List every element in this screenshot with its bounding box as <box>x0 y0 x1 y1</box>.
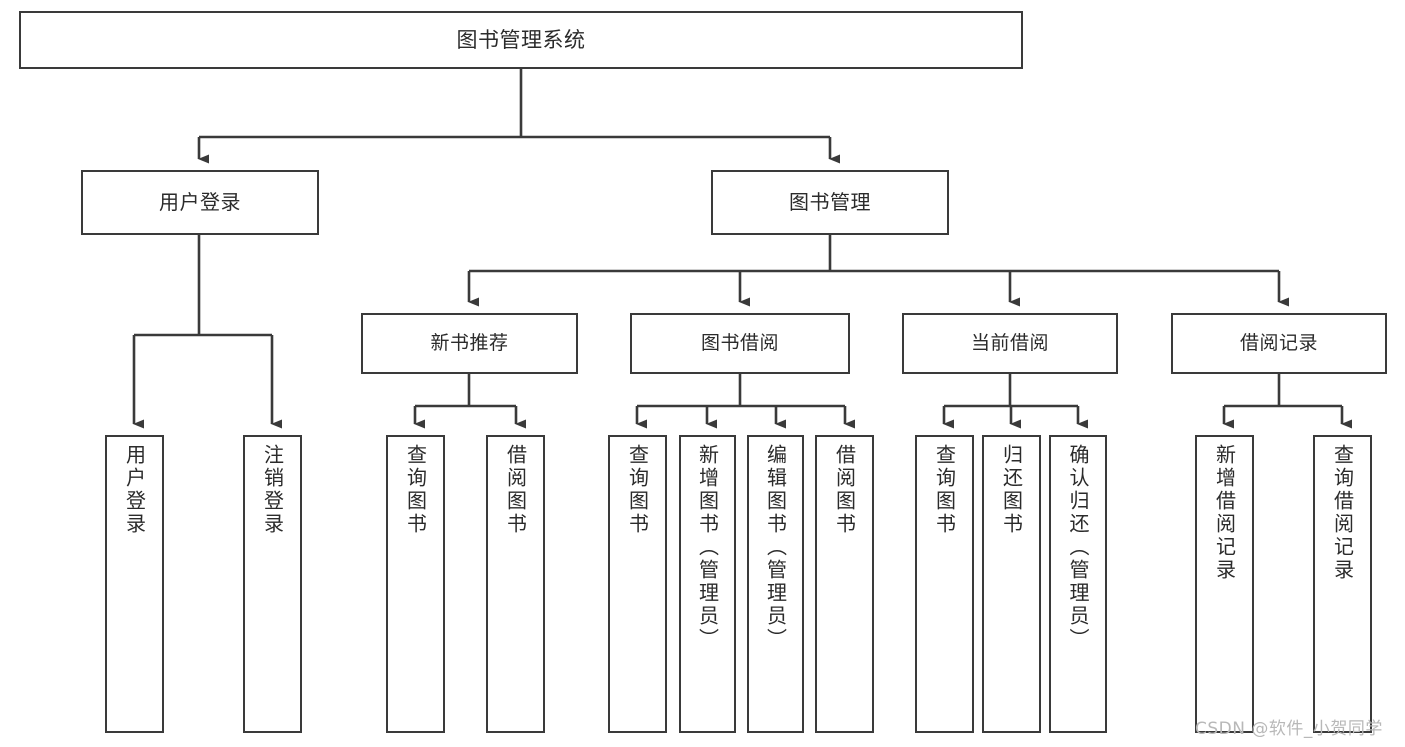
leaf-node-label: 确认归还（管理员） <box>1066 444 1090 651</box>
leaf-node[interactable]: 确认归还（管理员） <box>1049 435 1107 733</box>
leaf-node-label: 新增借阅记录 <box>1212 444 1237 582</box>
leaf-node[interactable]: 用户登录 <box>105 435 164 733</box>
node-current-borrow[interactable]: 当前借阅 <box>902 313 1118 374</box>
leaf-node-label: 注销登录 <box>260 444 285 536</box>
leaf-node[interactable]: 新增借阅记录 <box>1195 435 1254 733</box>
leaf-node-label: 查询图书 <box>625 444 650 536</box>
node-new-book-recommend-label: 新书推荐 <box>430 332 509 355</box>
leaf-node-label: 用户登录 <box>122 444 147 536</box>
leaf-node[interactable]: 查询借阅记录 <box>1313 435 1372 733</box>
node-root-label: 图书管理系统 <box>456 27 586 52</box>
leaf-node-label: 借阅图书 <box>503 444 528 536</box>
user-login-to-leaves-connectors <box>132 235 282 429</box>
node-book-borrow[interactable]: 图书借阅 <box>630 313 850 374</box>
node-current-borrow-label: 当前借阅 <box>970 332 1049 355</box>
leaf-node-label: 编辑图书（管理员） <box>763 444 788 651</box>
leaf-node[interactable]: 查询图书 <box>386 435 445 733</box>
leaf-node[interactable]: 注销登录 <box>243 435 302 733</box>
new-book-recommend-to-leaves-connectors <box>413 374 526 429</box>
node-borrow-record-label: 借阅记录 <box>1239 332 1318 355</box>
node-book-management[interactable]: 图书管理 <box>711 170 949 235</box>
leaf-node[interactable]: 归还图书 <box>982 435 1041 733</box>
node-root-system[interactable]: 图书管理系统 <box>19 11 1023 69</box>
book-borrow-to-leaves-connectors <box>635 374 855 429</box>
node-new-book-recommend[interactable]: 新书推荐 <box>361 313 578 374</box>
borrow-record-to-leaves-connectors <box>1222 374 1352 429</box>
current-borrow-to-leaves-connectors <box>942 374 1088 429</box>
csdn-watermark: CSDN @软件_小贺同学 <box>1195 719 1383 739</box>
book-management-to-level3-connectors <box>467 235 1289 307</box>
leaf-node[interactable]: 查询图书 <box>915 435 974 733</box>
leaf-node[interactable]: 借阅图书 <box>486 435 545 733</box>
leaf-node[interactable]: 借阅图书 <box>815 435 874 733</box>
leaf-node-label: 归还图书 <box>999 444 1024 536</box>
leaf-node-label: 新增图书（管理员） <box>695 444 720 651</box>
node-user-login[interactable]: 用户登录 <box>81 170 319 235</box>
leaf-node-label: 查询图书 <box>932 444 957 536</box>
leaf-node[interactable]: 新增图书（管理员） <box>679 435 736 733</box>
leaf-node[interactable]: 查询图书 <box>608 435 667 733</box>
leaf-node[interactable]: 编辑图书（管理员） <box>747 435 804 733</box>
root-to-level2-connectors <box>197 69 840 164</box>
node-book-borrow-label: 图书借阅 <box>700 332 779 355</box>
leaf-node-label: 借阅图书 <box>832 444 857 536</box>
leaf-node-label: 查询借阅记录 <box>1330 444 1355 582</box>
node-user-login-label: 用户登录 <box>159 189 241 214</box>
node-book-management-label: 图书管理 <box>789 189 871 214</box>
leaf-node-label: 查询图书 <box>403 444 428 536</box>
node-borrow-record[interactable]: 借阅记录 <box>1171 313 1387 374</box>
